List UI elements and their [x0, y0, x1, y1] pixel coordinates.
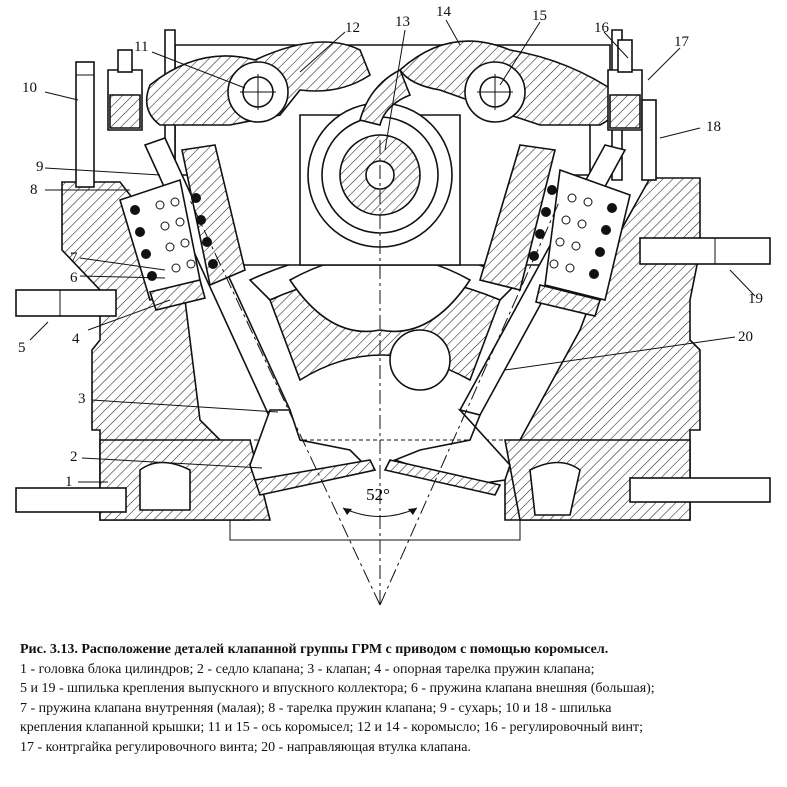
rocker-arm-left	[145, 41, 371, 126]
callout-18: 18	[706, 119, 721, 135]
stud-bottom-right	[629, 477, 771, 503]
callout-3: 3	[78, 391, 86, 407]
callout-17: 17	[674, 34, 690, 50]
valve-spring-outer-right	[529, 185, 617, 317]
leader-lines	[29, 19, 756, 483]
callout-20: 20	[738, 329, 753, 345]
caption-line: 1 - головка блока цилиндров; 2 - седло к…	[20, 661, 595, 677]
caption-title: Рис. 3.13. Расположение деталей клапанно…	[20, 642, 609, 657]
valve-angle: 52°	[189, 140, 561, 606]
callout-7: 7	[70, 250, 78, 266]
callout-15: 15	[532, 8, 547, 24]
stud-19	[639, 237, 771, 265]
stud-10	[75, 61, 95, 188]
callout-10: 10	[22, 80, 37, 96]
caption-line: 7 - пружина клапана внутренняя (малая); …	[20, 700, 612, 716]
caption-line: 17 - контргайка регулировочного винта; 2…	[20, 739, 471, 755]
caption-line: 5 и 19 - шпилька крепления выпускного и …	[20, 681, 655, 696]
rocker-arm-right	[359, 40, 621, 126]
callout-9: 9	[36, 159, 44, 175]
callout-16: 16	[594, 20, 610, 36]
callout-4: 4	[72, 331, 80, 347]
caption-line: крепления клапанной крышки; 11 и 15 - ос…	[20, 720, 643, 735]
angle-label: 52°	[366, 485, 390, 504]
callout-11: 11	[134, 39, 148, 55]
figure-caption: Рис. 3.13. Расположение деталей клапанно…	[20, 640, 780, 757]
callout-5: 5	[18, 340, 26, 356]
stud-bottom-left	[15, 487, 127, 513]
callout-19: 19	[748, 291, 763, 307]
callout-1: 1	[65, 474, 73, 490]
stud-18	[641, 99, 657, 181]
callout-labels: 1 2 3 4 5 6 7 8 9 10 11 12 13 14 15 16 1…	[18, 4, 763, 490]
callout-14: 14	[436, 4, 452, 20]
callout-6: 6	[70, 270, 78, 286]
callout-2: 2	[70, 449, 78, 465]
callout-8: 8	[30, 182, 38, 198]
valve-train-diagram: 52° 1 2 3 4 5 6 7 8 9 10 11 12	[15, 4, 771, 606]
stud-5	[15, 289, 117, 317]
callout-12: 12	[345, 20, 360, 36]
callout-13: 13	[395, 14, 410, 30]
